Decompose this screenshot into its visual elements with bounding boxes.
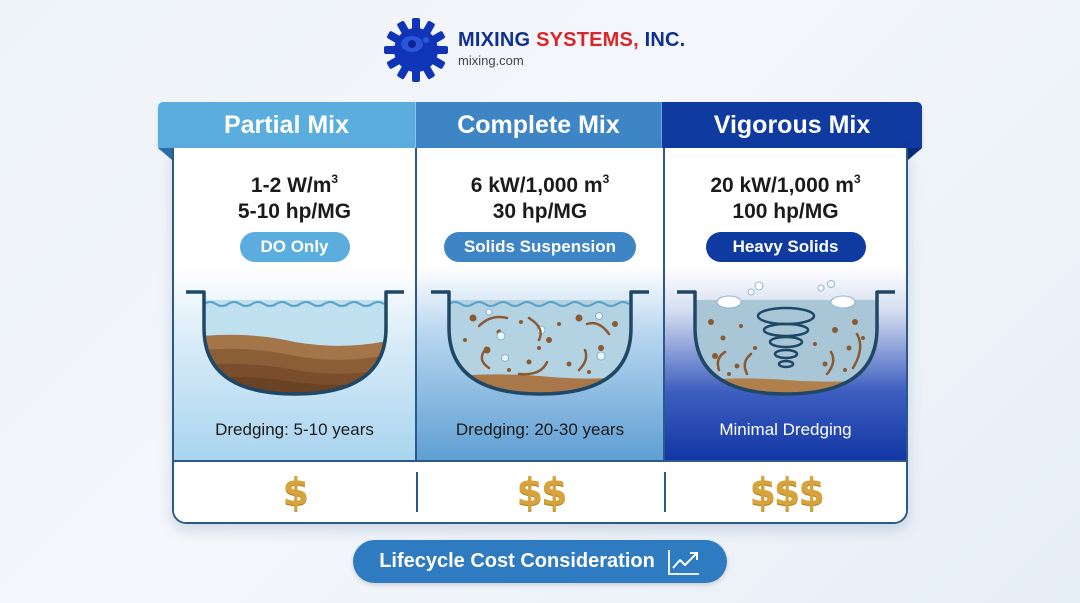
suspended-solids-tank-icon bbox=[431, 290, 649, 396]
lifecycle-cost-button[interactable]: Lifecycle Cost Consideration bbox=[353, 540, 727, 583]
brand-word-mixing: MIXING bbox=[458, 28, 531, 51]
cost-level-low: $ bbox=[282, 470, 309, 514]
divider bbox=[415, 472, 418, 512]
gear-icon bbox=[384, 18, 448, 82]
company-logo: MIXING SYSTEMS, INC. mixing.com bbox=[376, 16, 685, 84]
column-vigorous-mix: 20 kW/1,000 m3 100 hp/MG Heavy Solids bbox=[665, 148, 906, 460]
power-imperial: 100 hp/MG bbox=[732, 200, 839, 223]
cost-row: $ $$ $$$ bbox=[174, 460, 906, 522]
header-partial-mix: Partial Mix bbox=[158, 102, 416, 148]
ribbon-fold-right bbox=[908, 148, 922, 160]
power-metric: 20 kW/1,000 m bbox=[710, 174, 854, 197]
trending-up-chart-icon bbox=[667, 549, 699, 575]
header-vigorous-mix: Vigorous Mix bbox=[662, 102, 922, 148]
column-header-ribbon: Partial Mix Complete Mix Vigorous Mix bbox=[158, 102, 922, 148]
power-metric: 1-2 W/m bbox=[250, 174, 332, 197]
brand-word-systems: SYSTEMS, bbox=[536, 28, 639, 51]
power-density: 20 kW/1,000 m3 100 hp/MG bbox=[665, 166, 906, 225]
power-imperial: 5-10 hp/MG bbox=[237, 200, 352, 223]
dredging-interval: Dredging: 20-30 years bbox=[455, 420, 625, 439]
comparison-card: 1-2 W/m3 5-10 hp/MG DO Only Dredging: 5 bbox=[172, 148, 908, 524]
company-name: MIXING SYSTEMS, INC. bbox=[458, 29, 685, 51]
badge-do-only: DO Only bbox=[239, 232, 350, 262]
vortex-tank-icon bbox=[676, 280, 895, 396]
lifecycle-cost-label: Lifecycle Cost Consideration bbox=[379, 550, 655, 572]
settled-sludge-tank-icon bbox=[185, 290, 404, 396]
header-complete-mix: Complete Mix bbox=[416, 102, 662, 148]
column-complete-mix: 6 kW/1,000 m3 30 hp/MG Solids Suspension bbox=[417, 148, 665, 460]
power-imperial: 30 hp/MG bbox=[492, 200, 588, 223]
power-density: 1-2 W/m3 5-10 hp/MG bbox=[174, 166, 415, 225]
ribbon-fold-left bbox=[158, 148, 172, 160]
website-link[interactable]: mixing.com bbox=[458, 52, 524, 68]
superscript: 3 bbox=[853, 172, 861, 186]
dredging-interval: Minimal Dredging bbox=[719, 420, 852, 439]
cost-level-medium: $$ bbox=[516, 470, 568, 514]
power-density: 6 kW/1,000 m3 30 hp/MG bbox=[417, 166, 663, 225]
divider bbox=[664, 472, 667, 512]
badge-solids-suspension: Solids Suspension bbox=[444, 232, 636, 262]
cost-level-high: $$$ bbox=[749, 470, 824, 514]
brand-word-inc: INC. bbox=[644, 28, 686, 51]
superscript: 3 bbox=[331, 172, 339, 186]
badge-heavy-solids: Heavy Solids bbox=[705, 232, 866, 262]
dredging-interval: Dredging: 5-10 years bbox=[215, 420, 374, 439]
power-metric: 6 kW/1,000 m bbox=[470, 174, 603, 197]
superscript: 3 bbox=[602, 172, 610, 186]
column-partial-mix: 1-2 W/m3 5-10 hp/MG DO Only Dredging: 5 bbox=[174, 148, 417, 460]
